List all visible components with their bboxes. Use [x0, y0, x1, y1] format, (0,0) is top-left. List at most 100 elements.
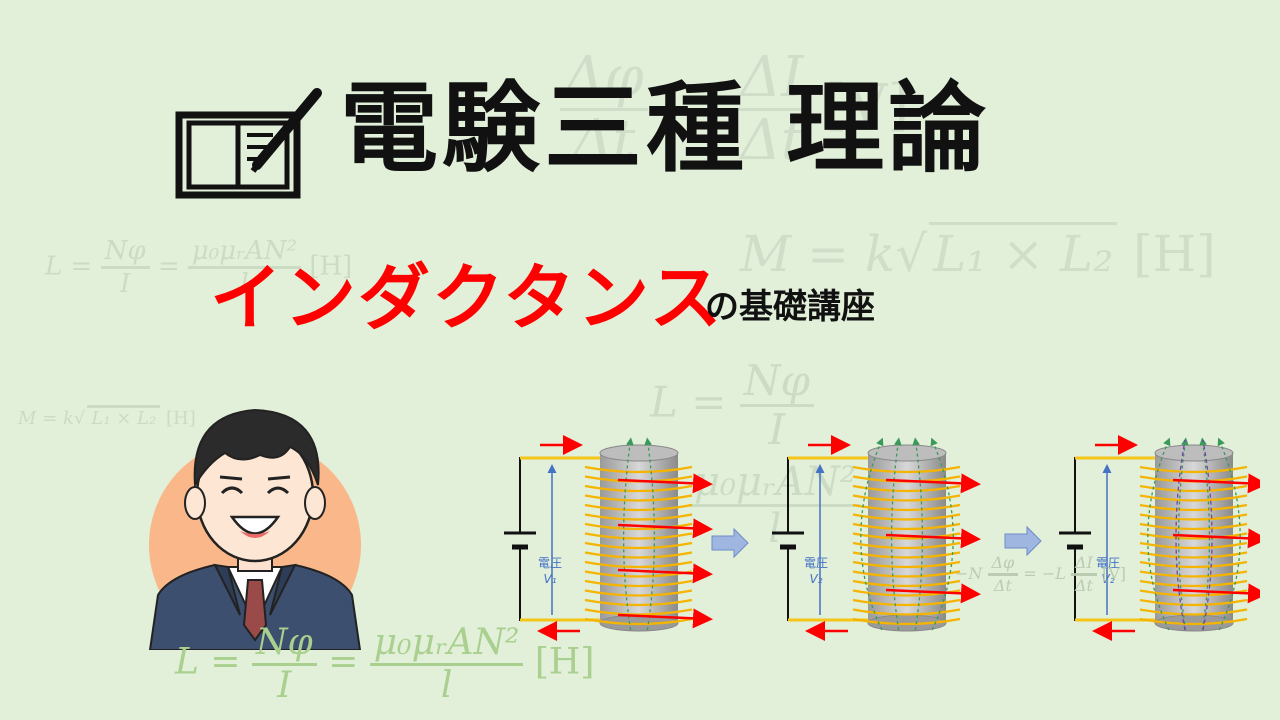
field-line [1177, 437, 1189, 631]
flux-arrow [617, 608, 713, 629]
coil-winding [1139, 560, 1248, 569]
coil-winding [852, 522, 961, 531]
coil-winding [852, 608, 961, 616]
coil-winding [1139, 522, 1248, 531]
formula-den: Δt [1074, 576, 1093, 595]
field-line [1147, 437, 1171, 631]
coil-winding [1139, 513, 1248, 521]
v2-text: V₂ [1101, 571, 1115, 586]
coil-winding [1139, 503, 1248, 512]
formula-lhs: −N [955, 564, 983, 583]
formula-lhs: L = [650, 377, 727, 427]
coil-winding [584, 608, 693, 616]
coil-winding [852, 465, 961, 474]
formula-den: I [768, 405, 786, 454]
formula-sqrt: L₁ × L₂ [929, 222, 1118, 283]
flux-arrow [885, 528, 981, 549]
coil-winding [1139, 532, 1248, 540]
coil-winding [584, 589, 693, 597]
formula-den: l [240, 269, 249, 299]
coil-winding [584, 513, 693, 521]
formula-unit: [V] [1101, 564, 1126, 583]
coil-winding [852, 541, 961, 550]
coil-winding [1139, 541, 1248, 550]
field-line [622, 437, 634, 631]
formula-eq: = [157, 251, 180, 282]
formula-lhs: L = [45, 251, 93, 282]
formula-num: Δφ [987, 555, 1019, 576]
flux-arrow [885, 583, 981, 604]
coil-winding [1139, 494, 1248, 502]
formula-den: Δt [572, 108, 636, 173]
coil-winding [584, 541, 693, 550]
voltage-label-2: 電圧 V₂ [804, 556, 828, 587]
coil-winding [584, 551, 693, 559]
formula-den: Δt [993, 576, 1012, 595]
coil-winding [852, 532, 961, 540]
coil-winding [1139, 551, 1248, 559]
voltage-text: 電圧 [804, 556, 829, 570]
formula-num: μ₀μᵣAN² [369, 625, 524, 666]
v2-text: V₂ [809, 571, 823, 586]
coil-winding [584, 522, 693, 531]
coil-winding [584, 465, 693, 474]
field-line [890, 437, 902, 631]
core-top [867, 444, 947, 462]
coil-winding [1139, 570, 1248, 578]
coil-winding [584, 532, 693, 540]
coil-winding [584, 560, 693, 569]
core-top [1154, 444, 1234, 462]
coil-winding [584, 484, 693, 493]
formula-lhs: M = k [740, 225, 896, 283]
book-pen-icon [175, 88, 322, 199]
voltage-label-1: 電圧 V₁ [538, 556, 562, 587]
formula-num: Nφ [100, 238, 150, 269]
formula-num: ΔI [1070, 555, 1097, 576]
coil-winding [1139, 608, 1248, 616]
formula-num: μ₀μᵣAN² [690, 462, 860, 507]
page-title: 電験三種 理論 [340, 72, 991, 186]
coil-winding [852, 551, 961, 559]
v1-text: V₁ [543, 571, 557, 586]
coil-circuit-diagrams [504, 435, 1260, 641]
flux-arrow [1172, 473, 1260, 494]
coil-winding [852, 513, 961, 521]
coil-winding [852, 617, 961, 626]
field-line [860, 437, 884, 631]
coil-winding [852, 570, 961, 578]
subtitle-highlight: インダクタンス [210, 256, 724, 340]
coil-winding [852, 560, 961, 569]
coil-winding [1139, 617, 1248, 626]
formula-sqrt: L₁ × L₂ [87, 405, 161, 429]
field-line [1217, 437, 1241, 631]
core-top [599, 444, 679, 462]
flux-arrow [617, 563, 713, 584]
formula-num: Nφ [739, 360, 814, 407]
formula-num: ΔI [736, 50, 808, 111]
subtitle-suffix: の基礎講座 [705, 287, 875, 327]
formula-unit: [H] [534, 641, 595, 683]
coil-winding [1139, 484, 1248, 493]
coil-winding [852, 484, 961, 493]
formula-unit: [H] [1133, 225, 1216, 283]
formula-num: Nφ [251, 625, 317, 666]
formula-lhs: M = k [18, 408, 74, 429]
coil-winding [852, 494, 961, 502]
coil-winding [584, 503, 693, 512]
formula-unit: [H] [309, 251, 353, 282]
field-line [644, 437, 656, 631]
formula-den: l [768, 506, 782, 552]
formula-den: I [277, 665, 292, 706]
bg-formula-mutual-small: M = k√L₁ × L₂ [H] [18, 405, 196, 429]
counter-field-line [1175, 439, 1186, 631]
coil-winding [1139, 598, 1248, 607]
coil-winding [584, 579, 693, 588]
flux-arrow [1172, 583, 1260, 604]
teacher-illustration [148, 408, 362, 650]
coil-winding [584, 617, 693, 626]
